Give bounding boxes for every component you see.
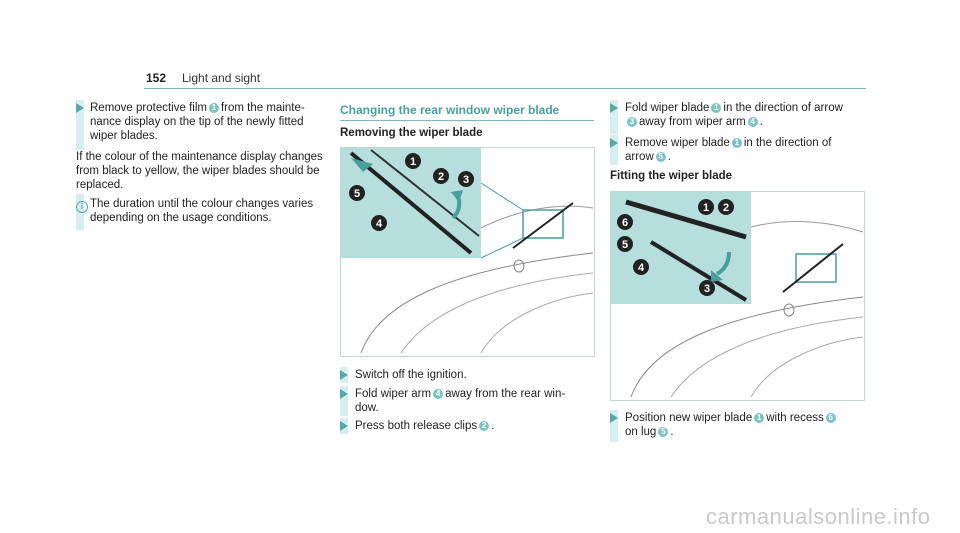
removing-subheading: Removing the wiper blade — [340, 127, 483, 139]
colour-paragraph: If the colour of the maintenance display… — [76, 151, 323, 191]
header-rule — [144, 88, 866, 89]
step-arrow-icon — [76, 103, 84, 113]
step-bar — [76, 100, 84, 150]
figure-removing-wiper: 1 2 3 4 5 — [340, 147, 595, 357]
callout-badge: 5 — [655, 152, 666, 162]
fig-label-1: 1 — [703, 202, 709, 214]
fig-label-6: 6 — [622, 217, 628, 229]
step-arrow-icon — [340, 421, 348, 431]
step-arrow-icon — [340, 370, 348, 380]
callout-badge: 6 — [825, 413, 836, 423]
step-arrow-icon — [610, 103, 618, 113]
heading-rule — [340, 120, 594, 121]
fig-label-5: 5 — [622, 239, 628, 251]
step-arrow-icon — [610, 138, 618, 148]
fig-label-2: 2 — [723, 202, 729, 214]
step-switch-off: Switch off the ignition. — [355, 369, 467, 381]
callout-badge: 1 — [208, 103, 219, 113]
fitting-illustration: 1 2 6 5 4 3 — [611, 192, 864, 398]
callout-badge: 1 — [731, 138, 742, 148]
fig-label-3: 3 — [463, 174, 469, 186]
step-bar — [610, 100, 618, 134]
step-arrow-icon — [610, 413, 618, 423]
page-number: 152 — [146, 71, 167, 85]
fig-label-4: 4 — [638, 262, 645, 274]
callout-badge: 3 — [627, 117, 637, 127]
fig-label-2: 2 — [438, 171, 444, 183]
callout-badge: 4 — [433, 389, 444, 399]
step-bar — [610, 410, 618, 442]
callout-badge: 1 — [754, 413, 765, 423]
watermark-text: carmanualsonline.info — [706, 504, 931, 529]
fig-label-3: 3 — [704, 283, 710, 295]
step-bar — [340, 386, 348, 416]
figure-fitting-wiper: 1 2 6 5 4 3 — [610, 191, 865, 401]
step-arrow-icon — [340, 389, 348, 399]
callout-badge: 4 — [747, 117, 758, 127]
step-bar — [610, 135, 618, 165]
fig-label-5: 5 — [354, 188, 360, 200]
fig-label-1: 1 — [410, 156, 416, 168]
callout-badge: 1 — [711, 103, 722, 113]
fig-label-4: 4 — [376, 218, 383, 230]
info-icon: i — [76, 196, 88, 214]
section-title: Light and sight — [182, 71, 261, 85]
rear-window-illustration: 1 2 3 4 5 — [341, 148, 594, 354]
callout-badge: 5 — [658, 427, 669, 437]
fitting-subheading: Fitting the wiper blade — [610, 170, 733, 182]
callout-badge: 2 — [479, 421, 490, 431]
note-text: The duration until the colour changes va… — [90, 198, 314, 224]
section-heading: Changing the rear window wiper blade — [340, 103, 560, 117]
